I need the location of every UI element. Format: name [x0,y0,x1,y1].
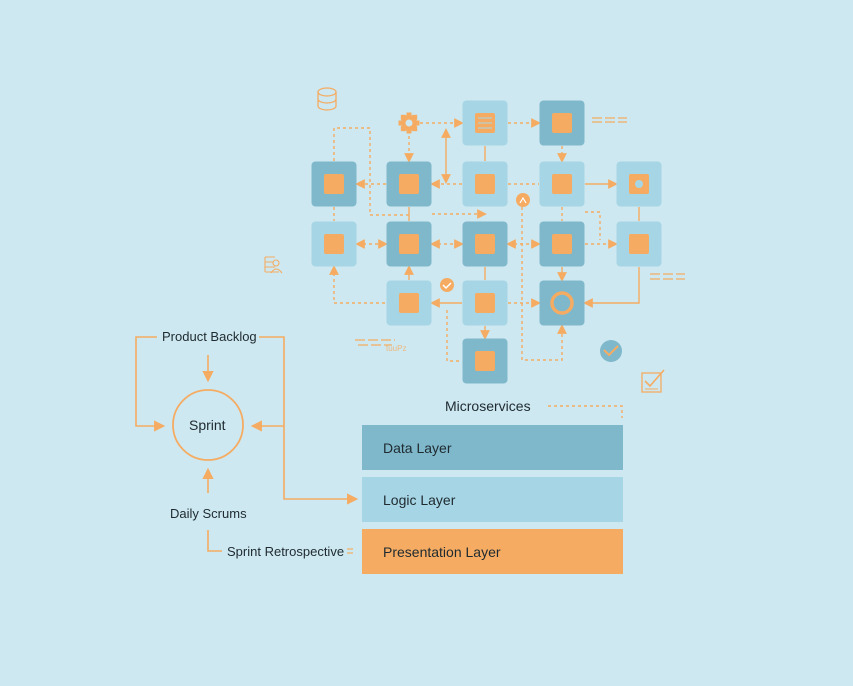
node-square-icon [324,174,344,194]
node-ring-icon [550,291,574,315]
node-square-icon [552,113,572,133]
node-hole [635,180,643,188]
microservice-node [462,100,508,146]
microservice-node [386,221,432,267]
document-person-icon [264,256,283,274]
connector [446,310,462,362]
microservice-node [539,280,585,326]
connector [521,207,567,361]
check-badge-icon [440,278,454,292]
node-square-icon [552,234,572,254]
microservice-node [539,161,585,207]
scrum-connector [283,426,359,505]
layer-presentation-label: Presentation Layer [383,543,501,560]
microservice-node [462,338,508,384]
node-square-icon [475,174,495,194]
layer-data[interactable]: Data Layer [362,425,623,470]
connector [585,211,601,240]
product-backlog-label: Product Backlog [162,329,257,344]
node-square-icon [399,174,419,194]
node-square-icon [475,234,495,254]
microservice-node [311,161,357,207]
node-square-icon [475,293,495,313]
connector [548,405,623,418]
alert-badge-icon [516,193,530,207]
microservices-title: Microservices [445,398,531,414]
node-square-icon [475,351,495,371]
microservice-nodes [311,100,662,384]
node-square-icon [629,234,649,254]
node-box [539,280,585,326]
microservice-node [386,280,432,326]
gear-icon [398,112,420,134]
microservice-node [311,221,357,267]
microservice-node [386,161,432,207]
microservice-node [462,161,508,207]
node-square-icon [552,174,572,194]
scrum-connector [207,530,222,552]
microservice-node [539,221,585,267]
node-square-icon [399,234,419,254]
scrum-connector [135,336,166,432]
layer-data-label: Data Layer [383,439,452,456]
node-square-icon [399,293,419,313]
check-circle-icon [600,340,622,362]
sprint-retrospective-label: Sprint Retrospective [227,544,345,559]
connectors [329,118,640,418]
daily-scrums-label: Daily Scrums [170,506,247,521]
microservice-node [539,100,585,146]
microservice-node [616,161,662,207]
scrum-connector [250,336,285,432]
database-icon [317,87,337,111]
faint-caption: tuuPz [386,344,407,353]
microservice-node [616,221,662,267]
checkbox-icon [641,369,665,393]
layer-logic-label: Logic Layer [383,491,456,508]
connector [583,267,640,308]
scrum-connectors [135,336,359,554]
sprint-label: Sprint [189,417,226,433]
connector [333,127,371,215]
layer-logic[interactable]: Logic Layer [362,477,623,522]
connector [329,265,386,304]
sprint-cycle-circle [172,389,244,461]
microservice-node [462,280,508,326]
microservice-node [462,221,508,267]
layer-presentation[interactable]: Presentation Layer [362,529,623,574]
icons [264,87,685,393]
node-square-icon [324,234,344,254]
